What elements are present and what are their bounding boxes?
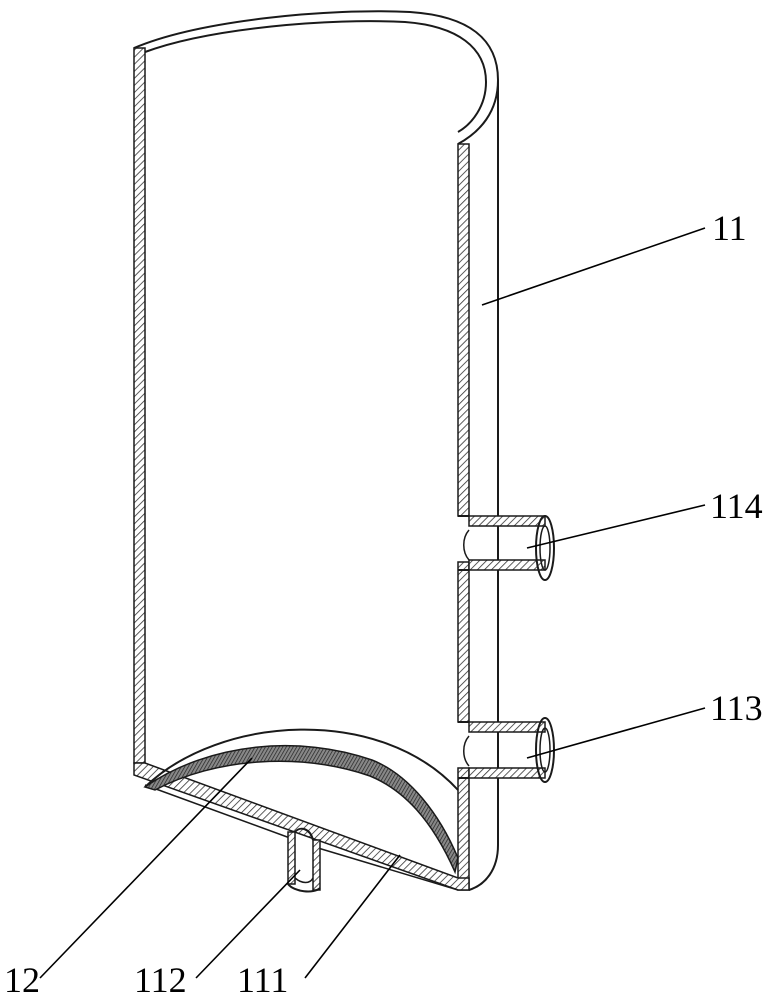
bottom-plate-edge-right <box>317 847 459 891</box>
leader-111 <box>304 854 401 979</box>
drain-pipe <box>287 827 321 893</box>
leader-11 <box>481 227 706 306</box>
left-wall-section <box>133 47 146 764</box>
arc-inner-line <box>144 728 459 791</box>
leader-12 <box>39 757 253 979</box>
right-wall-lower-section <box>457 767 470 891</box>
label-114: 114 <box>710 486 763 526</box>
label-112: 112 <box>134 960 187 1000</box>
arc-member <box>143 744 459 875</box>
outer-silhouette <box>468 80 499 891</box>
leader-112 <box>195 869 301 979</box>
label-12: 12 <box>4 960 40 1000</box>
right-wall-middle-section <box>457 561 470 723</box>
leader-113 <box>526 707 706 759</box>
top-rim-inner <box>144 20 487 133</box>
label-113: 113 <box>710 688 763 728</box>
bottom-plate-section <box>133 762 470 891</box>
upper-side-pipe <box>458 515 555 581</box>
bottom-plate-edge <box>144 784 291 839</box>
right-wall-upper-section <box>457 143 470 517</box>
leader-114 <box>526 504 706 549</box>
label-111: 111 <box>237 960 288 1000</box>
lower-side-pipe <box>458 717 555 783</box>
label-11: 11 <box>712 208 747 248</box>
container-body <box>133 10 555 893</box>
top-rim <box>133 10 499 145</box>
